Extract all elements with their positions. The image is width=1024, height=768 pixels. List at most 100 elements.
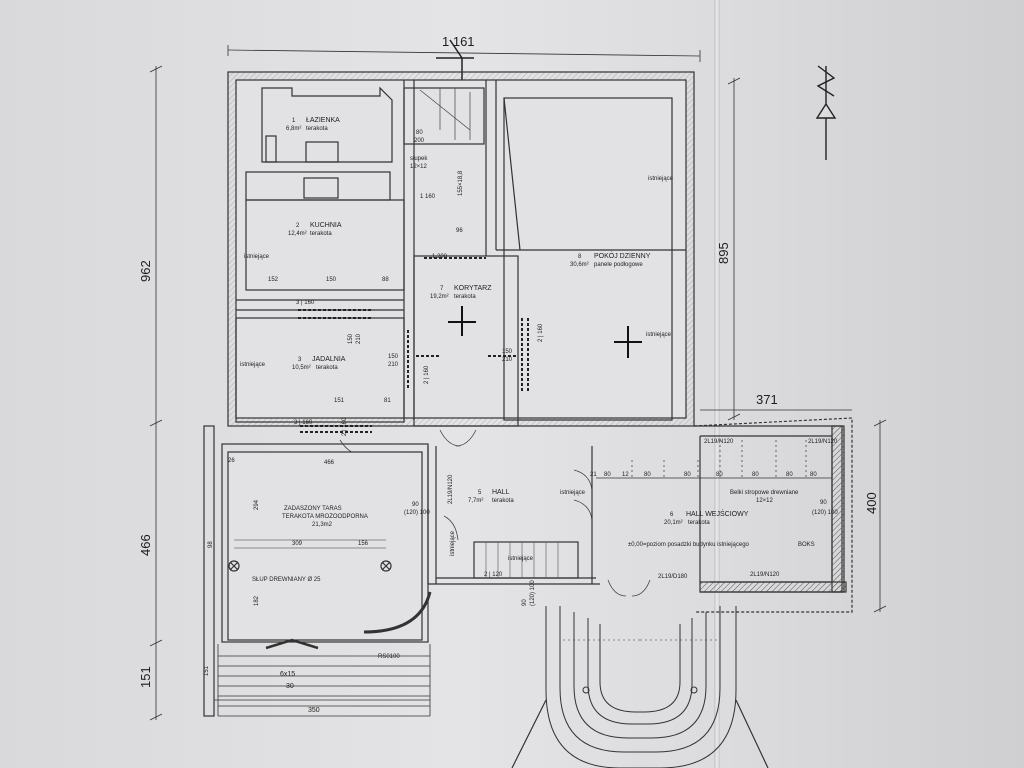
hall-dim: 80 <box>786 472 793 478</box>
window-120a: (120) 100 <box>404 510 430 516</box>
window-2120: 2 | 120 <box>484 572 503 578</box>
dim-corridor-w: 96 <box>456 228 463 234</box>
window-90b: 90 <box>820 500 827 506</box>
existing-label-2: istniejące <box>646 332 672 338</box>
opening-1200: 1 200 <box>432 254 448 260</box>
dim-right-lower: 400 <box>864 492 879 514</box>
svg-text:panele podłogowe: panele podłogowe <box>594 262 643 268</box>
lintel-1: 2L19/N120 <box>704 439 734 445</box>
paper-fold <box>714 0 720 768</box>
hall-dim: 21 <box>590 472 597 478</box>
svg-text:JADALNIA: JADALNIA <box>312 356 346 363</box>
svg-text:HALL WEJŚCIOWY: HALL WEJŚCIOWY <box>686 509 749 518</box>
window-120b: (120) 100 <box>812 510 838 516</box>
opening-v150c: 150 <box>348 333 354 344</box>
dim-total-width: 1 161 <box>442 34 475 49</box>
existing-label-3: istniejące <box>244 254 270 260</box>
opening-1160: 1 160 <box>420 194 436 200</box>
svg-text:6: 6 <box>670 512 674 518</box>
svg-text:HALL: HALL <box>492 489 510 496</box>
opening-v150a: 150 <box>388 354 399 360</box>
dim-stair-tread: 30 <box>286 683 294 690</box>
hall-dim: 80 <box>752 472 759 478</box>
dim-left-bottom: 151 <box>138 666 153 688</box>
beams-label: Belki stropowe drewniane <box>730 490 799 496</box>
hall-dim: 12 <box>622 472 629 478</box>
front-steps <box>217 644 431 717</box>
dim-kitchen-c: 88 <box>382 277 389 283</box>
dim-terrace-side2: 98 <box>208 541 214 548</box>
dim-stair-h: 151 <box>204 665 210 676</box>
svg-text:terakota: terakota <box>316 365 338 371</box>
existing-label-1: istniejące <box>648 176 674 182</box>
hall-dim: 80 <box>810 472 817 478</box>
hall-beam-dims: 21 80 12 80 80 80 80 80 80 <box>590 472 817 478</box>
dim-dining-a: 151 <box>334 398 345 404</box>
svg-text:terakota: terakota <box>454 294 476 300</box>
svg-text:6,8m²: 6,8m² <box>286 126 301 132</box>
lower-walls <box>203 417 853 717</box>
svg-text:terakota: terakota <box>688 520 710 526</box>
opening-200: 200 <box>414 138 425 144</box>
opening-v160b: 2 | 160 <box>424 365 430 384</box>
dim-terrace-h2: 182 <box>254 595 260 606</box>
room-dining: 3 JADALNIA 10,5m² terakota <box>292 356 346 371</box>
svg-text:5: 5 <box>478 490 482 496</box>
dim-right-upper: 895 <box>716 242 731 264</box>
dim-wing-width: 371 <box>756 392 778 407</box>
round-stairs <box>511 606 769 768</box>
opening-k160: 3 | 160 <box>296 300 315 306</box>
svg-text:KORYTARZ: KORYTARZ <box>454 285 492 292</box>
window-90c: 90 <box>522 599 528 606</box>
opening-v210b: 210 <box>502 357 513 363</box>
svg-text:21,3m2: 21,3m2 <box>312 522 333 528</box>
rs-label: RS0100 <box>378 654 400 660</box>
opening-v160c: 2 | 160 <box>342 417 348 436</box>
existing-label-5: istniejące <box>560 490 586 496</box>
dim-terrace-a: 309 <box>292 541 303 547</box>
dim-terrace-b: 156 <box>358 541 369 547</box>
room-terrace: ZADASZONY TARAS TERAKOTA MROZOODPORNA 21… <box>282 506 368 528</box>
svg-text:terakota: terakota <box>306 126 328 132</box>
room-entry: 6 HALL WEJŚCIOWY 20,1m² terakota <box>664 509 749 526</box>
svg-text:7,7m²: 7,7m² <box>468 498 483 504</box>
svg-text:2: 2 <box>296 223 300 229</box>
room-hall: 5 HALL 7,7m² terakota <box>468 489 514 504</box>
window-90a: 90 <box>412 502 419 508</box>
dim-left-total: 962 <box>138 260 153 282</box>
opening-wsize: 155×18,8 <box>458 170 464 196</box>
post-label: słupek <box>410 156 428 162</box>
hall-dim: 80 <box>644 472 651 478</box>
svg-text:terakota: terakota <box>492 498 514 504</box>
dim-stair-steps: 6x15 <box>280 671 295 678</box>
room-bath: 1 ŁAZIENKA 6,8m² terakota <box>286 117 340 132</box>
svg-text:30,6m²: 30,6m² <box>570 262 589 268</box>
existing-label-7: istniejące <box>450 530 456 556</box>
svg-text:19,2m²: 19,2m² <box>430 294 449 300</box>
svg-text:12,4m²: 12,4m² <box>288 231 307 237</box>
room-kitchen: 2 KUCHNIA 12,4m² terakota <box>288 222 342 237</box>
hall-dim: 80 <box>684 472 691 478</box>
post-size: 12×12 <box>410 164 428 170</box>
existing-label-6: istniejące <box>508 556 534 562</box>
opening-j160: 3 | 160 <box>294 420 313 426</box>
dim-terrace-w: 466 <box>324 460 335 466</box>
lintel-3: 2L19/D180 <box>658 574 688 580</box>
opening-v210c: 210 <box>356 333 362 344</box>
dim-stair-w: 350 <box>308 707 320 714</box>
dimension-lines <box>149 45 887 721</box>
svg-text:KUCHNIA: KUCHNIA <box>310 222 342 229</box>
dim-terrace-h1: 294 <box>254 499 260 510</box>
opening-v210a: 210 <box>388 362 399 368</box>
beams-size: 12×12 <box>756 498 774 504</box>
cross-marks <box>448 306 642 358</box>
svg-text:TERAKOTA MROZOODPORNA: TERAKOTA MROZOODPORNA <box>282 514 368 520</box>
opening-v150b: 150 <box>502 349 513 355</box>
level-label: ±0,00=poziom posadzki budynku istniejące… <box>628 542 750 548</box>
room-corridor: 7 KORYTARZ 19,2m² terakota <box>430 285 492 300</box>
wood-post-label: SŁUP DREWNIANY Ø 25 <box>252 577 321 583</box>
opening-80: 80 <box>416 130 423 136</box>
north-arrow-icon <box>815 65 837 160</box>
svg-text:ŁAZIENKA: ŁAZIENKA <box>306 117 340 124</box>
